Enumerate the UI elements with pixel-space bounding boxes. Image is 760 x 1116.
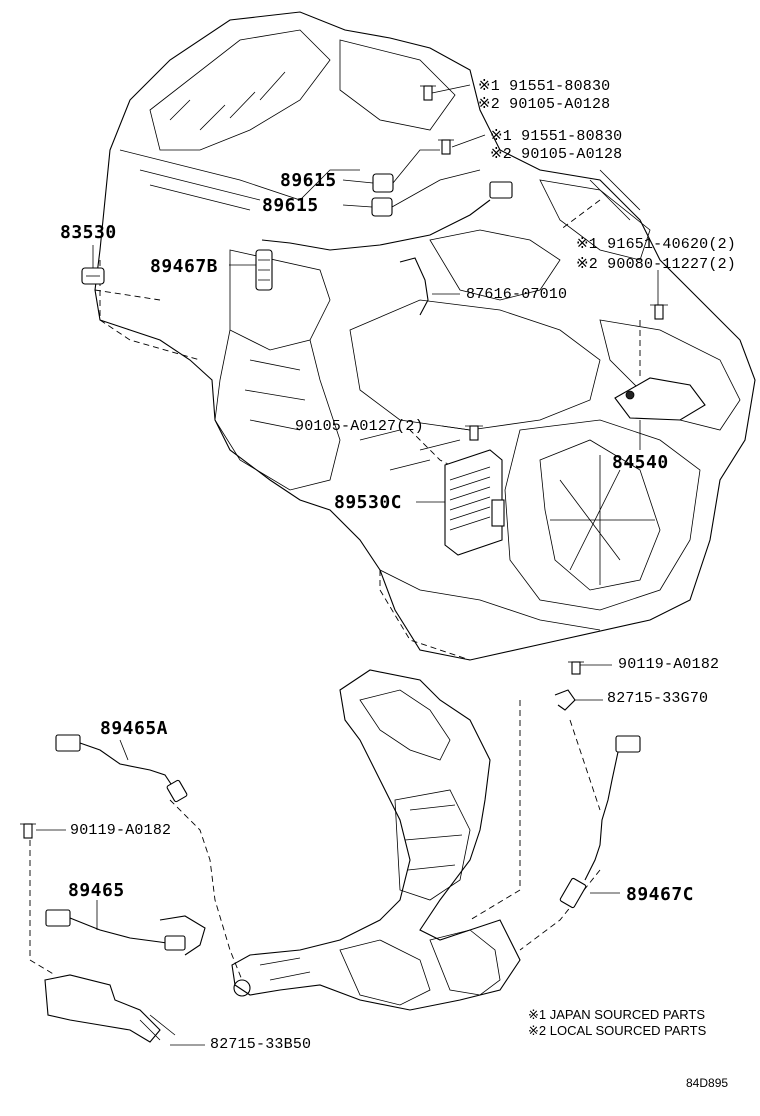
knock-sensor-icons xyxy=(371,149,513,217)
leader-lines xyxy=(36,84,659,1046)
part-label: ※1 91651-40620(2) xyxy=(576,236,736,253)
part-label: 84540 xyxy=(612,452,669,473)
switch-83530-icon xyxy=(81,267,105,285)
part-label: 82715-33B50 xyxy=(210,1036,312,1053)
note-local-sourced: ※2 LOCAL SOURCED PARTS xyxy=(528,1023,707,1038)
part-label: 89465A xyxy=(100,718,169,739)
oxygen-sensor-a-icon xyxy=(55,734,188,803)
part-label: ※1 91551-80830 xyxy=(490,128,623,145)
bracket-g70-icon xyxy=(554,689,576,711)
part-label: 89615 xyxy=(262,195,319,216)
hose-icon xyxy=(399,257,429,316)
oxygen-sensor-b-icon xyxy=(255,199,491,291)
engine-block-drawing xyxy=(94,11,756,661)
part-label: 87616-07010 xyxy=(466,286,568,303)
leader-dashed-lines xyxy=(29,199,641,981)
oxygen-sensor-icon xyxy=(45,909,206,956)
note-japan-sourced: ※1 JAPAN SOURCED PARTS xyxy=(528,1007,706,1022)
part-label: ※1 91551-80830 xyxy=(478,78,611,95)
oxygen-sensor-c-icon xyxy=(559,735,641,909)
part-label: 83530 xyxy=(60,222,117,243)
ecu-icon xyxy=(444,449,505,556)
neutral-switch-icon xyxy=(614,377,706,421)
part-label: ※2 90105-A0128 xyxy=(490,146,623,163)
fastener-icons xyxy=(20,85,668,839)
exhaust-pipe-drawing xyxy=(231,669,521,1011)
part-label: 89530C xyxy=(334,492,403,513)
part-label: ※2 90105-A0128 xyxy=(478,96,611,113)
part-label: 90105-A0127(2) xyxy=(295,418,424,435)
part-label: 82715-33G70 xyxy=(607,690,709,707)
part-label: 90119-A0182 xyxy=(70,822,172,839)
bracket-b50-icon xyxy=(44,974,176,1043)
part-label: ※2 90080-11227(2) xyxy=(576,256,736,273)
part-label: 89467B xyxy=(150,256,219,277)
part-label: 89465 xyxy=(68,880,125,901)
diagram-id: 84D895 xyxy=(686,1076,729,1090)
part-label: 90119-A0182 xyxy=(618,656,720,673)
part-label: 89615 xyxy=(280,170,337,191)
part-label: 89467C xyxy=(626,884,695,905)
